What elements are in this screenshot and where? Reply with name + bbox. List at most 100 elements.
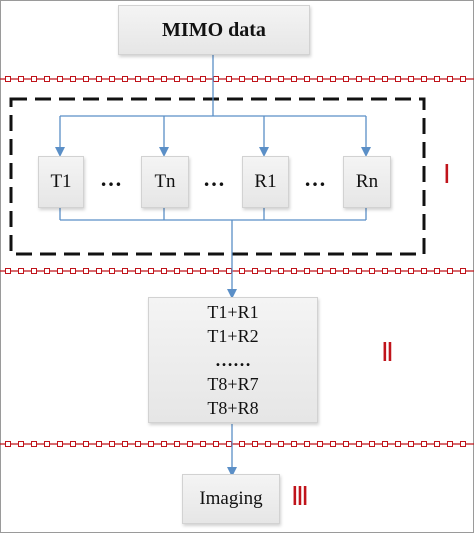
- separator-marker: [278, 441, 284, 447]
- separator-marker: [18, 441, 24, 447]
- separator-marker: [239, 441, 245, 447]
- ellipsis-3: …: [304, 166, 327, 191]
- channel-box-t1: T1: [38, 156, 84, 208]
- combo-item: T8+R7: [207, 374, 259, 394]
- separator-marker: [148, 76, 154, 82]
- separator-marker: [135, 268, 141, 274]
- separator-marker: [96, 441, 102, 447]
- separator-marker: [317, 76, 323, 82]
- separator-marker: [213, 441, 219, 447]
- separator-marker: [18, 268, 24, 274]
- separator-marker: [278, 268, 284, 274]
- separator-marker: [96, 268, 102, 274]
- separator-marker: [226, 268, 232, 274]
- separator-marker: [200, 268, 206, 274]
- separator-marker: [408, 268, 414, 274]
- separator-marker: [408, 76, 414, 82]
- separator-marker: [213, 268, 219, 274]
- separator-marker: [239, 268, 245, 274]
- channel-label-rn: Rn: [355, 171, 379, 192]
- separator-marker: [5, 76, 11, 82]
- separator-marker: [343, 76, 349, 82]
- separator-marker: [252, 268, 258, 274]
- separator-marker: [57, 76, 63, 82]
- separator-marker: [57, 268, 63, 274]
- separator-marker: [44, 441, 50, 447]
- ellipsis-2: …: [203, 166, 226, 191]
- separator-marker: [83, 268, 89, 274]
- connector-group: [55, 54, 371, 477]
- stage-label-one: Ⅰ: [443, 160, 451, 189]
- separator-marker: [44, 268, 50, 274]
- separator-marker: [83, 76, 89, 82]
- separator-marker: [382, 441, 388, 447]
- separator-marker: [83, 441, 89, 447]
- mimo-data-label: MIMO data: [162, 18, 266, 41]
- combo-item: T8+R8: [207, 398, 259, 418]
- separator-marker: [265, 76, 271, 82]
- combo-item: T1+R1: [207, 302, 259, 322]
- separator-marker: [122, 76, 128, 82]
- separator-marker: [447, 268, 453, 274]
- separator-marker: [356, 76, 362, 82]
- separator-line-2: [0, 268, 474, 274]
- separator-marker: [291, 76, 297, 82]
- separator-marker: [252, 76, 258, 82]
- separator-marker: [187, 268, 193, 274]
- channel-label-tn: Tn: [154, 171, 176, 192]
- separator-marker: [356, 268, 362, 274]
- separator-marker: [421, 76, 427, 82]
- separator-marker: [148, 441, 154, 447]
- separator-marker: [265, 441, 271, 447]
- separator-marker: [343, 268, 349, 274]
- separator-marker: [70, 76, 76, 82]
- combo-item: ……: [215, 350, 251, 370]
- stage-label-three: Ⅲ: [291, 482, 309, 511]
- separator-line-1: [0, 76, 474, 82]
- separator-marker: [187, 76, 193, 82]
- mimo-data-box: MIMO data: [118, 5, 310, 55]
- separator-marker: [252, 441, 258, 447]
- separator-marker: [31, 441, 37, 447]
- separator-marker: [447, 76, 453, 82]
- separator-marker: [434, 76, 440, 82]
- separator-marker: [174, 268, 180, 274]
- separator-marker: [70, 441, 76, 447]
- separator-marker: [304, 76, 310, 82]
- separator-marker: [343, 441, 349, 447]
- separator-marker: [57, 441, 63, 447]
- separator-marker: [265, 268, 271, 274]
- imaging-box: Imaging: [182, 474, 280, 524]
- separator-marker: [109, 441, 115, 447]
- separator-marker: [174, 76, 180, 82]
- separator-marker: [291, 268, 297, 274]
- separator-marker: [109, 76, 115, 82]
- separator-marker: [174, 441, 180, 447]
- separator-marker: [239, 76, 245, 82]
- separator-marker: [122, 268, 128, 274]
- combo-item: T1+R2: [207, 326, 259, 346]
- separator-marker: [382, 76, 388, 82]
- separator-marker: [109, 268, 115, 274]
- separator-marker: [369, 441, 375, 447]
- separator-marker: [122, 441, 128, 447]
- separator-marker: [135, 76, 141, 82]
- stage-one-dashed-box: [9, 97, 426, 256]
- separator-marker: [382, 268, 388, 274]
- channel-label-t1: T1: [50, 171, 72, 192]
- separator-marker: [161, 76, 167, 82]
- separator-marker: [31, 268, 37, 274]
- separator-marker: [304, 441, 310, 447]
- ellipsis-1: …: [100, 166, 123, 191]
- separator-marker: [369, 76, 375, 82]
- channel-box-rn: Rn: [343, 156, 391, 208]
- separator-marker: [18, 76, 24, 82]
- separator-marker: [434, 441, 440, 447]
- separator-line-3: [0, 441, 474, 447]
- separator-marker: [200, 441, 206, 447]
- separator-marker: [317, 268, 323, 274]
- separator-marker: [460, 441, 466, 447]
- separator-marker: [421, 268, 427, 274]
- separator-marker: [5, 441, 11, 447]
